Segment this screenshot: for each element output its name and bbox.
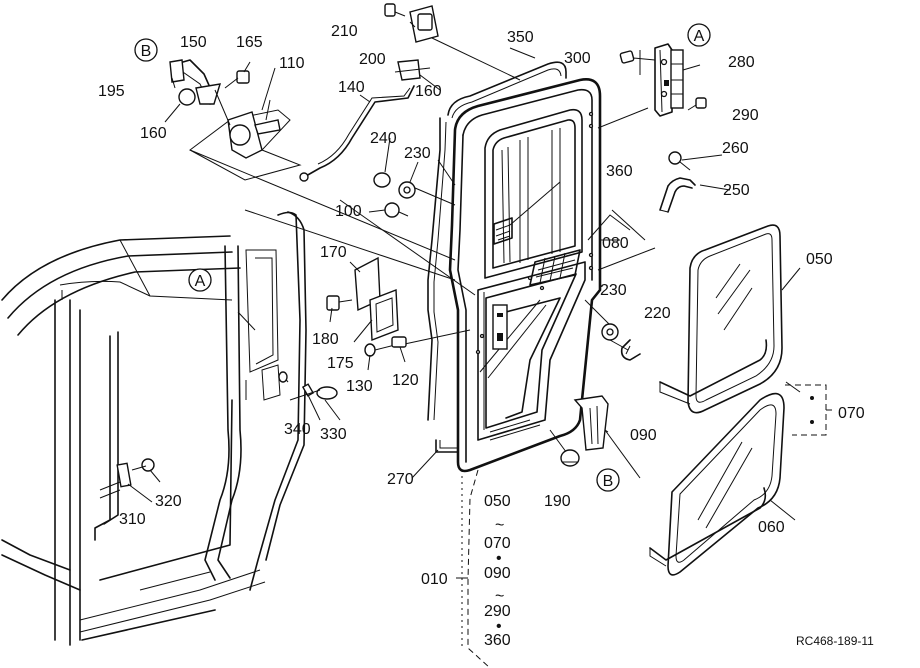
middle-parts [326, 172, 641, 467]
callout-340: 340 [284, 421, 311, 438]
grab-handle-250 [659, 151, 696, 213]
callout-080: 080 [602, 235, 629, 252]
range-tilde-2: ~ [495, 588, 504, 605]
marker-b-handle [596, 468, 620, 492]
marker-a-cab [188, 268, 212, 292]
callout-280: 280 [728, 54, 755, 71]
damper-330-icon [316, 386, 338, 400]
callout-170: 170 [320, 244, 347, 261]
callout-270: 270 [387, 471, 414, 488]
drawing-code: RC468-189-11 [796, 634, 874, 648]
callout-090: 090 [630, 427, 657, 444]
callout-310: 310 [119, 511, 146, 528]
callout-100: 100 [335, 203, 362, 220]
range-tilde-1: ~ [495, 517, 504, 534]
callout-320: 320 [155, 493, 182, 510]
callout-160-rod: 160 [140, 125, 167, 142]
callout-250: 250 [723, 182, 750, 199]
callout-110: 110 [279, 55, 305, 72]
callout-150: 150 [180, 34, 207, 51]
window-glass-060 [649, 392, 785, 576]
range-090: 090 [484, 565, 511, 582]
callout-230-lower: 230 [600, 282, 627, 299]
callout-050: 050 [806, 251, 833, 268]
callout-195: 195 [98, 83, 125, 100]
callout-210: 210 [331, 23, 358, 40]
range-end-360: 360 [484, 632, 511, 649]
window-glass-050 [659, 224, 783, 414]
marker-a-hinge [687, 23, 711, 47]
callout-230-upper: 230 [404, 145, 431, 162]
callout-180: 180 [312, 331, 339, 348]
callout-360: 360 [606, 163, 633, 180]
door-lock-plate-icon [492, 304, 508, 350]
callout-220: 220 [644, 305, 671, 322]
callout-160-latch: 160 [415, 83, 442, 100]
marker-a-hinge-label: A [694, 28, 705, 45]
callout-290: 290 [732, 107, 759, 124]
range-dot-2: • [496, 618, 502, 635]
marker-b-top-label: B [141, 43, 152, 60]
range-290: 290 [484, 603, 511, 620]
callout-070: 070 [838, 405, 865, 422]
upper-parts [169, 3, 439, 182]
marker-a-cab-label: A [195, 273, 206, 290]
callout-120: 120 [392, 372, 419, 389]
bolt-320-icon [141, 458, 155, 472]
callout-260: 260 [722, 140, 749, 157]
callout-130: 130 [346, 378, 373, 395]
hinge-bracket-310-icon [116, 462, 132, 488]
range-start-050: 050 [484, 493, 511, 510]
marker-b-top [134, 38, 158, 62]
door-frame-assembly [427, 61, 602, 650]
range-070: 070 [484, 535, 511, 552]
marker-b-handle-label: B [603, 473, 614, 490]
callout-300: 300 [564, 50, 591, 67]
callout-190: 190 [544, 493, 571, 510]
callout-240: 240 [370, 130, 397, 147]
callout-330: 330 [320, 426, 347, 443]
callout-175: 175 [327, 355, 354, 372]
range-dot-1: • [496, 550, 502, 567]
callout-140: 140 [338, 79, 365, 96]
callout-010: 010 [421, 571, 448, 588]
callout-060: 060 [758, 519, 785, 536]
hinge-280 [619, 43, 707, 117]
callout-165: 165 [236, 34, 263, 51]
callout-350: 350 [507, 29, 534, 46]
callout-200: 200 [359, 51, 386, 68]
cab-frame [1, 211, 338, 646]
